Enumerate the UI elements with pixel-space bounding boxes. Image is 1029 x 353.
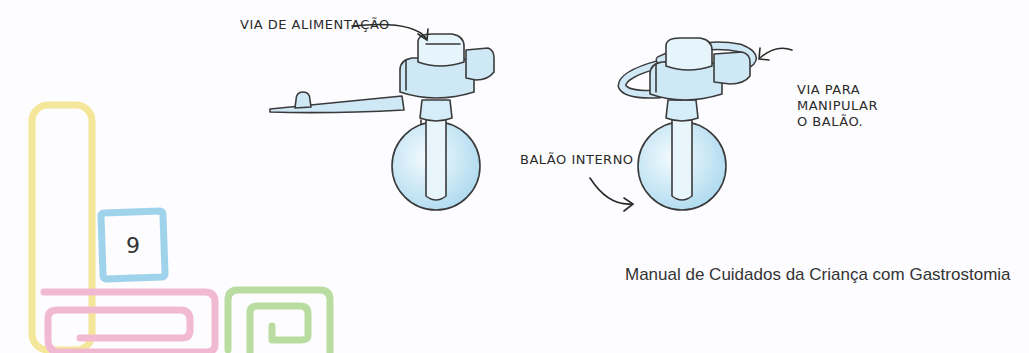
part-label: VIA DE ALIMENTAÇÃO — [240, 17, 390, 33]
page-number: 9 — [126, 233, 140, 258]
gastrostomy-button-right — [622, 38, 753, 210]
page-caption: Manual de Cuidados da Criança com Gastro… — [625, 265, 1011, 285]
page-number-box: 9 — [105, 216, 161, 274]
leader-arrows — [352, 25, 792, 212]
decoration — [32, 105, 330, 352]
part-label: VIA PARA MANIPULAR O BALÃO. — [797, 82, 875, 130]
part-label: BALÃO INTERNO — [520, 152, 634, 168]
gastrostomy-button-left — [270, 34, 494, 210]
